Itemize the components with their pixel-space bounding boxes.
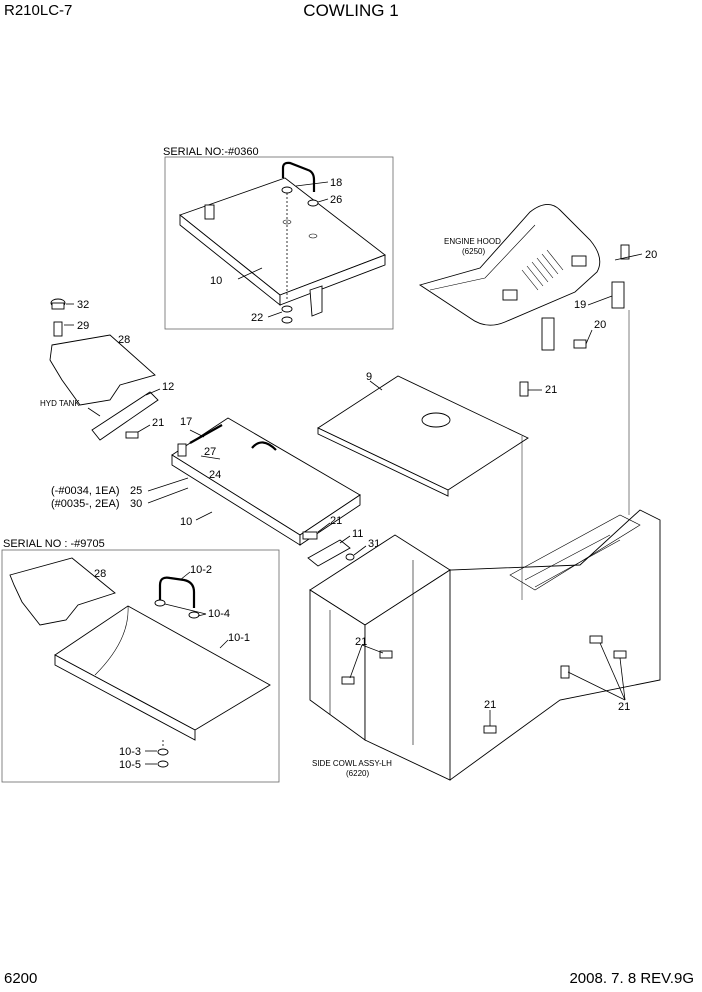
left-parts: 32 29 28 12 HYD TANK 21 [40, 298, 174, 441]
callout-10-mid: 10 [180, 516, 192, 528]
callout-29: 29 [77, 320, 89, 332]
callout-30: 30 [130, 498, 142, 510]
side-cowl-label: SIDE COWL ASSY-LH [312, 759, 392, 768]
plate-10-1 [54, 605, 271, 731]
side-cowl-frame: 21 21 21 SIDE COWL ASSY-LH (6220) [309, 310, 661, 781]
mat-28-b [9, 557, 116, 626]
callout-21-a: 21 [152, 417, 164, 429]
engine-hood-label: ENGINE HOOD [444, 237, 501, 246]
callout-26: 26 [330, 194, 342, 206]
mat-28 [49, 334, 156, 406]
callout-24: 24 [209, 469, 221, 481]
revision-date: 2008. 7. 8 REV.9G [569, 970, 694, 987]
callout-19: 19 [574, 299, 586, 311]
bracket-12 [91, 391, 159, 441]
callout-10-5: 10-5 [119, 759, 141, 771]
callout-10-3: 10-3 [119, 746, 141, 758]
callout-21-c: 21 [330, 515, 342, 527]
callout-10-2: 10-2 [190, 564, 212, 576]
callout-27: 27 [204, 446, 216, 458]
engine-hood-ref: (6250) [462, 247, 485, 256]
serial-label-left: SERIAL NO : -#9705 [3, 538, 105, 550]
callout-28: 28 [118, 334, 130, 346]
callout-25: 25 [130, 485, 142, 497]
qty-note-1: (-#0034, 1EA) [51, 485, 119, 497]
callout-20-a: 20 [645, 249, 657, 261]
callout-10-1: 10-1 [228, 632, 250, 644]
callout-32: 32 [77, 299, 89, 311]
callout-17: 17 [180, 416, 192, 428]
callout-10-4: 10-4 [208, 608, 230, 620]
callout-12: 12 [162, 381, 174, 393]
callout-9: 9 [366, 371, 372, 383]
callout-11: 11 [352, 528, 363, 540]
engine-hood: ENGINE HOOD (6250) 20 19 20 [418, 204, 657, 351]
floor-plate-10: 17 27 24 (-#0034, 1EA) 25 (#0035-, 2EA) … [51, 416, 361, 546]
page-title: COWLING 1 [303, 1, 399, 20]
callout-22: 22 [251, 312, 263, 324]
callout-21-e: 21 [618, 701, 630, 713]
qty-note-2: (#0035-, 2EA) [51, 498, 119, 510]
serial-box-left: SERIAL NO : -#9705 28 10-2 10-4 10-1 10-… [1, 538, 280, 783]
callout-21-d: 21 [355, 636, 367, 648]
callout-28-b: 28 [94, 568, 106, 580]
callout-20-b: 20 [594, 319, 606, 331]
callout-10-top: 10 [210, 275, 222, 287]
callout-18: 18 [330, 177, 342, 189]
serial-box-top: SERIAL NO:-#0360 18 26 10 22 [163, 146, 394, 330]
page-number: 6200 [4, 970, 38, 987]
callout-21-b: 21 [545, 384, 557, 396]
model-number: R210LC-7 [4, 2, 73, 19]
side-cowl-ref: (6220) [346, 769, 369, 778]
handle-18 [281, 161, 316, 192]
callout-21-f: 21 [484, 699, 496, 711]
plate-9: 9 21 [317, 371, 557, 497]
hyd-tank-label: HYD TANK [40, 399, 80, 408]
serial-label-top: SERIAL NO:-#0360 [163, 146, 259, 158]
